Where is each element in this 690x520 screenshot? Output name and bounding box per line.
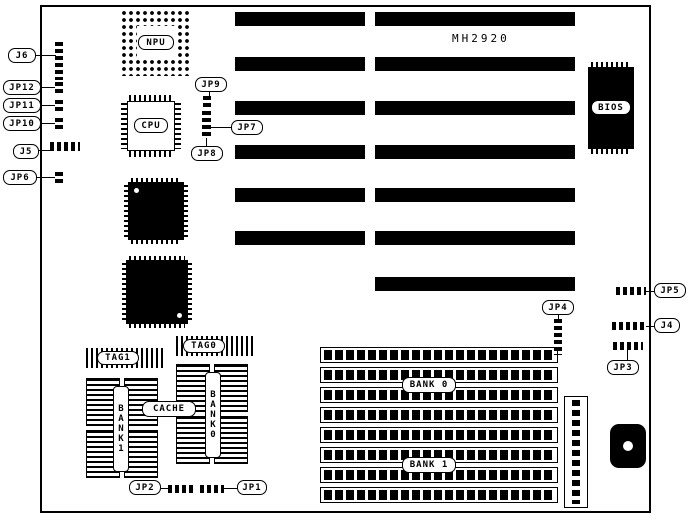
jp12-label: JP12 [3,80,41,95]
jp3-header [613,342,643,350]
cpu-chip: CPU [121,95,181,157]
jp6-leader [37,177,55,178]
j5-leader [39,150,50,151]
jp9-header [203,96,211,109]
jp10-header [55,118,63,130]
asic-chip-1 [124,178,188,244]
jp4-label: JP4 [542,300,574,315]
isa-slot [375,101,575,115]
bank0-column-label: BANK0 [205,372,221,458]
isa-slot [235,12,365,26]
isa-slot [375,57,575,71]
isa-slot [375,231,575,245]
asic2-pins-left [122,263,126,321]
jp2-label: JP2 [129,480,161,495]
jp1-leader [224,488,237,489]
bank1-row-label: BANK 1 [402,457,456,473]
jp7-label: JP7 [231,120,263,135]
jp11-header [55,100,63,112]
keyboard-connector-hole [623,441,633,451]
jp6-label: JP6 [3,170,37,185]
keyboard-connector [610,424,646,468]
jp12-header [55,82,63,94]
cache-label: CACHE [142,401,196,417]
jp5-leader [646,291,654,292]
j4-leader [646,326,654,327]
jp11-label: JP11 [3,98,41,113]
cpu-pins-top [129,95,173,101]
jp2-leader [161,488,168,489]
jp4-header [554,319,562,355]
bank1-sram-chip [124,430,158,478]
jp4-leader [558,315,559,319]
asic1-pin1-dot [134,188,139,193]
jp1-label: JP1 [237,480,267,495]
asic-chip-2 [122,256,192,328]
jp5-header [616,287,646,295]
asic1-pins-top [131,178,181,182]
cpu-pins-right [175,103,181,149]
jp8-leader [206,138,207,147]
bios-chip: BIOS [588,62,634,154]
jp10-leader [41,123,55,124]
isa-slot [375,12,575,26]
isa-slot [235,101,365,115]
model-text: MH2920 [452,32,510,45]
jp12-leader [41,87,55,88]
jp6-header [55,172,63,184]
j6-header [55,42,63,80]
jp3-label: JP3 [607,360,639,375]
jp7-header [202,111,211,138]
dram-row [320,487,558,503]
asic2-pins-right [188,263,192,321]
isa-slot [235,231,365,245]
isa-slot [235,188,365,202]
dram-row [320,407,558,423]
cpu-pins-left [121,103,127,149]
jp3-leader [627,350,628,360]
bios-pins-bottom [591,149,631,154]
power-connector [564,396,588,508]
isa-slot [375,277,575,291]
isa-slot [235,57,365,71]
asic2-pins-bottom [129,324,185,328]
jp10-label: JP10 [3,116,41,131]
j6-label: J6 [8,48,36,63]
isa-slot [375,145,575,159]
npu-socket: NPU [121,10,191,76]
bank1-column-label: BANK1 [113,386,129,472]
tag0-label: TAG0 [183,339,225,353]
jp9-label: JP9 [195,77,227,92]
jp1-header [200,485,224,493]
j4-label: J4 [654,318,680,333]
asic1-pins-bottom [131,240,181,244]
j6-leader [36,55,56,56]
bank0-row-label: BANK 0 [402,377,456,393]
bios-pins-top [591,62,631,67]
asic2-pin1-dot [177,313,182,318]
dram-row [320,427,558,443]
j5-header [50,142,80,151]
asic1-pins-left [124,185,128,237]
j4-header [612,322,646,330]
asic1-pins-right [184,185,188,237]
asic2-pins-top [129,256,185,260]
jp9-leader [209,92,210,96]
npu-label: NPU [138,35,174,50]
jp8-label: JP8 [191,146,223,161]
dram-row [320,347,558,363]
j5-label: J5 [13,144,39,159]
jp5-label: JP5 [654,283,686,298]
cpu-pins-bottom [129,151,173,157]
jp2-header [168,485,196,493]
isa-slot [235,145,365,159]
tag1-label: TAG1 [97,351,139,365]
isa-slot [375,188,575,202]
jp11-leader [41,105,55,106]
cpu-label: CPU [134,118,168,133]
jp7-leader [211,127,231,128]
bios-label: BIOS [591,100,631,115]
